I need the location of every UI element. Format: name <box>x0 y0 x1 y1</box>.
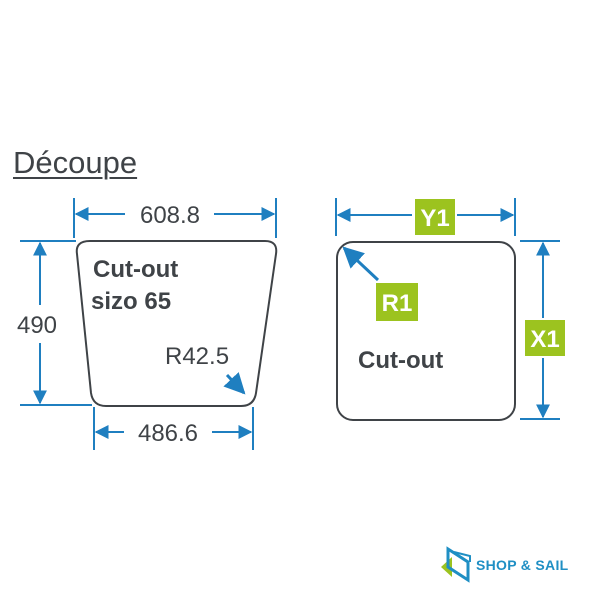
radius-arrow <box>223 372 246 395</box>
brand-name: SHOP & SAIL <box>476 557 569 573</box>
x1-tag <box>525 320 565 356</box>
left-cutout-label-line1: Cut-out <box>93 256 178 283</box>
bottom-width-value: 486.6 <box>138 420 198 447</box>
radius-value: R42.5 <box>165 343 229 370</box>
y1-tag <box>415 199 455 235</box>
y1-dimension: Y1 <box>335 198 516 236</box>
top-width-value: 608.8 <box>140 202 200 229</box>
bottom-width-dimension: 486.6 <box>93 407 254 450</box>
r1-tag <box>376 283 418 321</box>
y1-label: Y1 <box>420 205 449 232</box>
x1-label: X1 <box>530 326 559 353</box>
right-cutout-outline <box>336 241 516 421</box>
right-cutout-label: Cut-out <box>358 347 443 374</box>
top-width-dimension: 608.8 <box>73 198 277 238</box>
r1-arrow <box>342 246 380 282</box>
height-value: 490 <box>17 312 57 339</box>
left-cutout-label-line2: sizo 65 <box>91 288 171 315</box>
left-cutout-outline <box>75 240 278 407</box>
page-title: Découpe <box>13 145 138 180</box>
shop-and-sail-logo-icon <box>441 546 471 583</box>
height-dimension: 490 <box>17 240 92 406</box>
r1-label: R1 <box>382 290 413 317</box>
brand-logo: SHOP & SAIL <box>472 545 569 585</box>
x1-dimension: X1 <box>520 240 565 420</box>
